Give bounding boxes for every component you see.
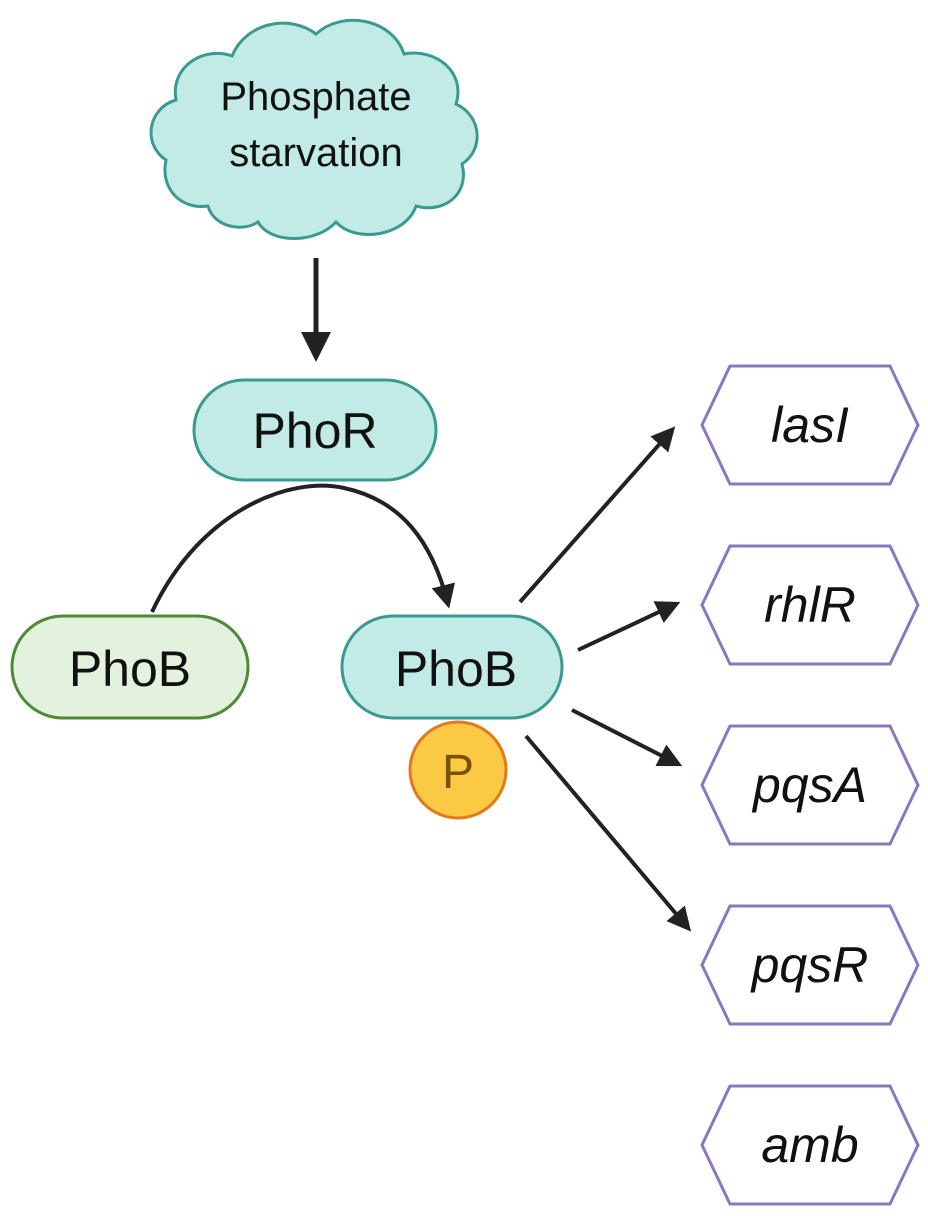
- phosphate-starvation-cloud: Phosphate starvation: [149, 18, 479, 240]
- phob-label: PhoB: [69, 641, 191, 697]
- gene-pqsA: pqsA: [700, 724, 920, 846]
- gene-lasI: lasI: [700, 364, 920, 486]
- gene-lasI-shape: [700, 364, 920, 486]
- arrow-to-pqsA: [571, 708, 683, 767]
- phob-node: PhoB: [10, 614, 250, 720]
- gene-pqsR-label: pqsR: [750, 937, 869, 993]
- gene-pqsR-shape: [700, 904, 920, 1026]
- phob-phosphorylated-node: PhoB: [340, 614, 564, 720]
- gene-amb-label: amb: [761, 1117, 858, 1173]
- gene-pqsA-label: pqsA: [751, 757, 867, 813]
- gene-pqsA-shape: [700, 724, 920, 846]
- arrow-to-pqsR: [524, 734, 692, 932]
- arrow-to-lasI: [518, 426, 676, 604]
- stimulus-label-line1: Phosphate: [220, 75, 411, 119]
- phosphate-label: P: [442, 746, 474, 799]
- arrow-phosphotransfer: [150, 483, 455, 613]
- gene-amb-shape: [700, 1084, 920, 1206]
- gene-pqsR: pqsR: [700, 904, 920, 1026]
- phosphate-badge: P: [408, 720, 508, 820]
- gene-rhlR-shape: [700, 544, 920, 666]
- phor-node: PhoR: [192, 378, 438, 482]
- gene-lasI-label: lasI: [771, 397, 849, 453]
- cloud-shape: [149, 18, 479, 240]
- phor-label: PhoR: [252, 403, 377, 459]
- phob-phosphorylated-label: PhoB: [395, 641, 517, 697]
- arrow-to-rhlR: [577, 601, 681, 652]
- gene-rhlR-label: rhlR: [764, 577, 856, 633]
- phosphate-circle: [408, 720, 508, 820]
- gene-amb: amb: [700, 1084, 920, 1206]
- stimulus-label-line2: starvation: [229, 131, 402, 175]
- gene-rhlR: rhlR: [700, 544, 920, 666]
- phob-phosphorylated-shape: [340, 614, 564, 720]
- phob-shape: [10, 614, 250, 720]
- phor-shape: [192, 378, 438, 482]
